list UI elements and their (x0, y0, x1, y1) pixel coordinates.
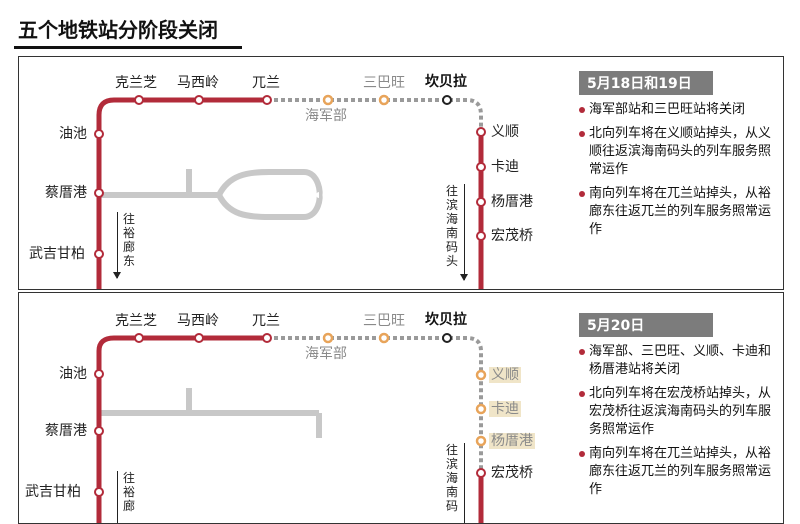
station-dot-yiochukang (476, 197, 486, 207)
station-dot-admiralty (322, 332, 334, 344)
station-kranji: 克兰芝 (115, 75, 157, 91)
direction-label-jurong-east: 往裕廊 (122, 471, 135, 513)
station-markers (94, 95, 486, 259)
date-label: 5月18日和19日 (579, 71, 713, 95)
notice-item: 北向列车将在义顺站掉头，从义顺往返滨海南码头的列车服务照常运作 (579, 125, 779, 179)
station-khatib: 卡迪 (491, 159, 519, 175)
station-yishun: 义顺 (489, 367, 521, 383)
station-admiralty: 海军部 (305, 346, 347, 362)
station-angmokio: 宏茂桥 (491, 228, 533, 244)
closed-station-markers (322, 332, 487, 447)
station-dot-yiochukang (475, 435, 487, 447)
station-markers (94, 333, 486, 497)
station-dot-woodlands (262, 95, 272, 105)
title-underline (14, 46, 242, 49)
notice-item: 南向列车将在兀兰站掉头，从裕廊东往返兀兰的列车服务照常运作 (579, 185, 779, 239)
station-dot-khatib (476, 162, 486, 172)
station-marsiling: 马西岭 (177, 75, 219, 91)
notice-item: 海军部站和三巴旺站将关闭 (579, 101, 779, 119)
station-dot-woodlands (262, 333, 272, 343)
station-sembawang: 三巴旺 (363, 313, 405, 329)
station-canberra: 坎贝拉 (425, 74, 467, 90)
station-yishun: 义顺 (491, 124, 519, 140)
station-kranji: 克兰芝 (115, 313, 157, 329)
direction-arrow-south (113, 212, 121, 279)
station-bukitgombak: 武吉甘柏 (25, 484, 81, 500)
station-dot-choachukang (94, 426, 104, 436)
station-dot-yewtee (94, 129, 104, 139)
bullet-dot-icon (579, 131, 585, 137)
direction-arrow-south (117, 471, 118, 523)
direction-label-jurong-east: 往裕廊东 (122, 212, 135, 268)
station-yewtee: 油池 (59, 126, 87, 142)
station-yiochukang: 杨厝港 (491, 194, 533, 210)
station-dot-bukitgombak (94, 487, 104, 497)
bullet-dot-icon (579, 451, 585, 457)
station-dot-marsiling (194, 333, 204, 343)
closed-line-segment (267, 98, 483, 132)
notice-item: 北向列车将在宏茂桥站掉头，从宏茂桥往返滨海南码头的列车服务照常运作 (579, 385, 779, 439)
direction-label-marina-south: 往滨海南码 (445, 443, 458, 513)
bullet-dot-icon (579, 107, 585, 113)
direction-arrow-south-right (460, 184, 468, 281)
station-yiochukang: 杨厝港 (489, 433, 535, 449)
notice-box: 5月20日 海军部、三巴旺、义顺、卡迪和杨厝港站将关闭 北向列车将在宏茂桥站掉头… (579, 313, 779, 499)
panel-may-18-19: 克兰芝 马西岭 兀兰 三巴旺 坎贝拉 海军部 油池 蔡厝港 武吉甘柏 义顺 卡迪… (18, 56, 784, 290)
panel-may-20: 克兰芝 马西岭 兀兰 三巴旺 坎贝拉 海军部 油池 蔡厝港 武吉甘柏 义顺 卡迪… (18, 292, 784, 524)
station-dot-kranji (134, 333, 144, 343)
station-admiralty: 海军部 (305, 108, 347, 124)
bullet-dot-icon (579, 349, 585, 355)
station-yewtee: 油池 (59, 366, 87, 382)
depot-tracks (99, 388, 322, 438)
open-line-left (96, 97, 267, 289)
station-bukitgombak: 武吉甘柏 (29, 246, 85, 262)
station-dot-canberra (442, 95, 452, 105)
station-dot-angmokio (476, 231, 486, 241)
line-map (94, 94, 486, 289)
closed-station-markers (322, 94, 390, 106)
station-angmokio: 宏茂桥 (491, 465, 533, 481)
page-title: 五个地铁站分阶段关闭 (18, 18, 218, 42)
notice-item: 海军部、三巴旺、义顺、卡迪和杨厝港站将关闭 (579, 343, 779, 379)
station-dot-admiralty (322, 94, 334, 106)
station-dot-kranji (134, 95, 144, 105)
station-woodlands: 兀兰 (252, 313, 280, 329)
station-dot-yewtee (94, 369, 104, 379)
bullet-dot-icon (579, 391, 585, 397)
station-dot-sembawang (378, 332, 390, 344)
closed-line-segment (267, 336, 483, 473)
bullet-dot-icon (579, 191, 585, 197)
direction-label-marina-south: 往滨海南码头 (445, 184, 458, 268)
station-dot-angmokio (476, 468, 486, 478)
notice-item: 南向列车将在兀兰站掉头，从裕廊东往返兀兰的列车服务照常运作 (579, 445, 779, 499)
station-dot-khatib (475, 403, 487, 415)
station-dot-marsiling (194, 95, 204, 105)
date-label: 5月20日 (579, 313, 713, 337)
station-dot-yishun (476, 127, 486, 137)
station-canberra: 坎贝拉 (425, 312, 467, 328)
station-marsiling: 马西岭 (177, 313, 219, 329)
station-dot-sembawang (378, 94, 390, 106)
station-dot-yishun (475, 369, 487, 381)
station-sembawang: 三巴旺 (363, 75, 405, 91)
station-khatib: 卡迪 (489, 401, 521, 417)
direction-arrow-south-right (464, 443, 465, 523)
station-choachukang: 蔡厝港 (45, 423, 87, 439)
notice-box: 5月18日和19日 海军部站和三巴旺站将关闭 北向列车将在义顺站掉头，从义顺往返… (579, 71, 779, 239)
station-dot-canberra (442, 333, 452, 343)
station-woodlands: 兀兰 (252, 75, 280, 91)
open-line-left (96, 335, 267, 523)
station-choachukang: 蔡厝港 (45, 185, 87, 201)
station-dot-bukitgombak (94, 249, 104, 259)
station-dot-choachukang (94, 188, 104, 198)
depot-tracks (99, 169, 323, 220)
